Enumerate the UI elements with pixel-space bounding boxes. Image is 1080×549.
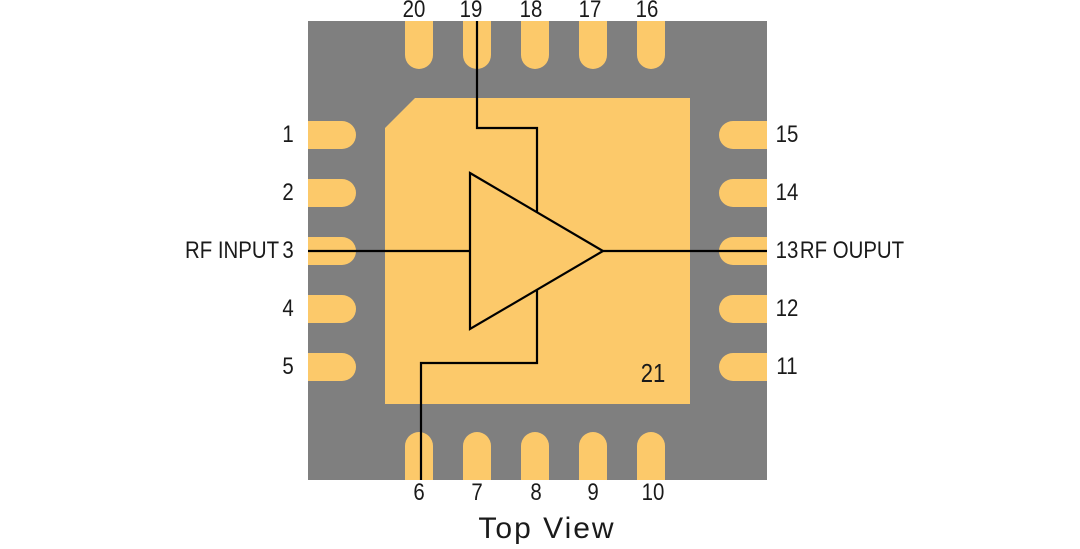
- pin-4: [308, 295, 356, 323]
- pin-label-17: 17: [578, 0, 602, 23]
- pin-17: [579, 21, 607, 69]
- pin-label-10: 10: [641, 479, 665, 506]
- pin-2: [308, 179, 356, 207]
- pin-11: [719, 353, 767, 381]
- pin-label-3: 3: [282, 237, 294, 264]
- pin-label-14: 14: [775, 179, 799, 206]
- rf-output-label: RF OUPUT: [799, 237, 905, 264]
- pin-label-7: 7: [471, 479, 483, 506]
- pin-label-8: 8: [530, 479, 542, 506]
- pin-5: [308, 353, 356, 381]
- pin-label-4: 4: [282, 295, 294, 322]
- pin-label-6: 6: [413, 479, 425, 506]
- pin-label-13: 13: [775, 237, 799, 264]
- pin-19: [463, 21, 491, 69]
- pin-12: [719, 295, 767, 323]
- pin-18: [521, 21, 549, 69]
- pin-label-20: 20: [402, 0, 426, 23]
- exposed-pad-label: 21: [640, 358, 666, 388]
- pin-8: [521, 432, 549, 480]
- pin-label-15: 15: [775, 121, 799, 148]
- pin-15: [719, 121, 767, 149]
- diagram-title: Top View: [478, 512, 616, 545]
- pin-label-2: 2: [282, 179, 294, 206]
- pin-9: [579, 432, 607, 480]
- pin-16: [637, 21, 665, 69]
- pin-20: [405, 21, 433, 69]
- pin-label-11: 11: [776, 353, 798, 380]
- rf-input-label: RF INPUT: [184, 237, 280, 264]
- pin-label-5: 5: [282, 353, 294, 380]
- pin-label-1: 1: [282, 121, 294, 148]
- pin-label-18: 18: [519, 0, 543, 23]
- pin-10: [637, 432, 665, 480]
- pin-label-19: 19: [459, 0, 483, 23]
- pin-label-16: 16: [635, 0, 659, 23]
- pin-label-12: 12: [775, 295, 799, 322]
- pin-7: [463, 432, 491, 480]
- pin-3: [308, 237, 356, 265]
- pin-1: [308, 121, 356, 149]
- pin-6: [405, 432, 433, 480]
- pin-13: [719, 237, 767, 265]
- pin-label-9: 9: [587, 479, 599, 506]
- pin-14: [719, 179, 767, 207]
